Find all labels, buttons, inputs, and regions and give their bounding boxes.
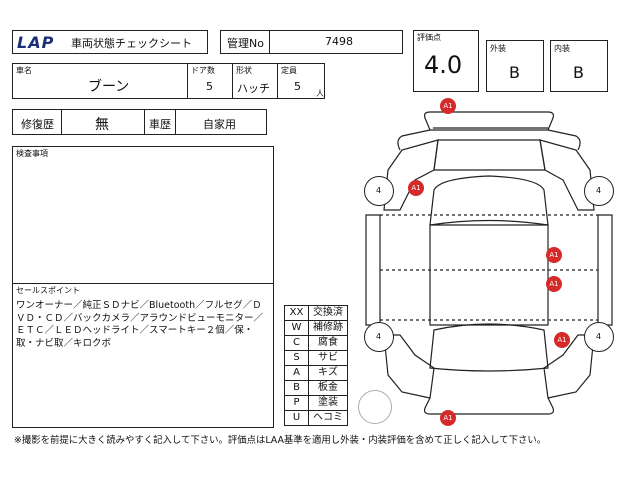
footer-note: ※撮影を前提に大きく読みやすく記入して下さい。評価点はLAA基準を適用し外装・内… — [14, 435, 547, 446]
inspection-box: 検査事項 — [12, 146, 274, 284]
stamp-circle — [358, 390, 392, 424]
tire-front-right-value: 4 — [596, 186, 602, 195]
usage-label: 車歴 — [149, 118, 171, 131]
legend-code: C — [284, 335, 309, 351]
legend-meaning: 板金 — [308, 380, 348, 396]
damage-mark-right-front-door-code: A1 — [549, 251, 559, 259]
tire-rear-left-value: 4 — [376, 332, 382, 341]
sales-text: ワンオーナー／純正ＳＤナビ／Bluetooth／フルセグ／ＤＶＤ・ＣＤ／バックカ… — [16, 300, 264, 349]
legend-code: B — [284, 380, 309, 396]
doors-value: 5 — [206, 80, 213, 93]
repair-value-box: 無 — [61, 109, 145, 135]
shape-box: 形状 ハッチ — [232, 63, 278, 99]
repair-label: 修復歴 — [21, 118, 54, 131]
mgmt-value-box: 7498 — [269, 30, 403, 54]
shape-label: 形状 — [236, 66, 252, 75]
usage-value: 自家用 — [203, 118, 236, 131]
doors-box: ドア数 5 — [187, 63, 233, 99]
tire-front-left: 4 — [364, 176, 394, 206]
damage-mark-front-left-fender-code: A1 — [411, 184, 421, 192]
rear-window — [429, 323, 549, 372]
legend-code: W — [284, 320, 309, 336]
mgmt-label: 管理No — [227, 37, 264, 50]
tire-front-right: 4 — [584, 176, 614, 206]
damage-mark-rear-bumper: A1 — [440, 410, 456, 426]
tire-rear-left: 4 — [364, 322, 394, 352]
exterior-value: B — [509, 63, 520, 82]
damage-mark-right-rear-door-code: A1 — [549, 280, 559, 288]
damage-mark-front-bumper: A1 — [440, 98, 456, 114]
interior-box: 内装 B — [550, 40, 608, 92]
front-left-fender — [383, 139, 439, 211]
damage-mark-rear-right-fender: A1 — [554, 332, 570, 348]
left-side — [365, 214, 381, 326]
capacity-label: 定員 — [281, 66, 297, 75]
legend-meaning: ヘコミ — [308, 410, 348, 426]
sheet-title: 車両状態チェックシート — [71, 37, 192, 50]
legend-meaning: 交換済 — [308, 305, 348, 321]
shape-value: ハッチ — [237, 82, 270, 95]
mgmt-value: 7498 — [325, 35, 353, 48]
sales-box: セールスポイント ワンオーナー／純正ＳＤナビ／Bluetooth／フルセグ／ＤＶ… — [12, 283, 274, 428]
inspection-label: 検査事項 — [16, 149, 48, 158]
capacity-box: 定員 5 人 — [277, 63, 325, 99]
damage-mark-rear-bumper-code: A1 — [443, 414, 453, 422]
lap-logo: LAP — [17, 33, 55, 52]
legend-code: XX — [284, 305, 309, 321]
mgmt-label-box: 管理No — [220, 30, 270, 54]
legend-meaning: 腐食 — [308, 335, 348, 351]
roof — [429, 224, 549, 326]
tire-rear-right-value: 4 — [596, 332, 602, 341]
legend-meaning: 塗装 — [308, 395, 348, 411]
score-label: 評価点 — [417, 33, 441, 42]
legend-meaning: 補修跡 — [308, 320, 348, 336]
repair-label-box: 修復歴 — [12, 109, 62, 135]
repair-value: 無 — [95, 117, 109, 133]
damage-mark-rear-right-fender-code: A1 — [557, 336, 567, 344]
tire-rear-right: 4 — [584, 322, 614, 352]
front-bumper — [423, 111, 555, 131]
usage-value-box: 自家用 — [175, 109, 267, 135]
score-value: 4.0 — [424, 51, 463, 79]
legend-code: U — [284, 410, 309, 426]
legend-code: P — [284, 395, 309, 411]
legend-meaning: キズ — [308, 365, 348, 381]
right-side — [597, 214, 613, 326]
usage-label-box: 車歴 — [144, 109, 176, 135]
damage-mark-front-left-fender: A1 — [408, 180, 424, 196]
legend-code: A — [284, 365, 309, 381]
windshield — [429, 175, 549, 226]
car-name-value: ブーン — [88, 79, 130, 95]
sales-label: セールスポイント — [16, 286, 80, 295]
hood — [433, 139, 546, 171]
exterior-label: 外装 — [490, 44, 506, 53]
car-name-label: 車名 — [16, 66, 32, 75]
damage-mark-front-bumper-code: A1 — [443, 102, 453, 110]
interior-label: 内装 — [554, 44, 570, 53]
exterior-box: 外装 B — [486, 40, 544, 92]
tire-front-left-value: 4 — [376, 186, 382, 195]
damage-mark-right-rear-door: A1 — [546, 276, 562, 292]
hood-outline — [397, 129, 581, 151]
doors-label: ドア数 — [191, 66, 215, 75]
interior-value: B — [573, 63, 584, 82]
title-box: LAP 車両状態チェックシート — [12, 30, 208, 54]
capacity-unit: 人 — [316, 89, 324, 98]
capacity-value: 5 — [294, 80, 301, 93]
legend-meaning: サビ — [308, 350, 348, 366]
damage-mark-right-front-door: A1 — [546, 247, 562, 263]
car-name-box: 車名 ブーン — [12, 63, 188, 99]
score-box: 評価点 4.0 — [413, 30, 479, 92]
legend-code: S — [284, 350, 309, 366]
